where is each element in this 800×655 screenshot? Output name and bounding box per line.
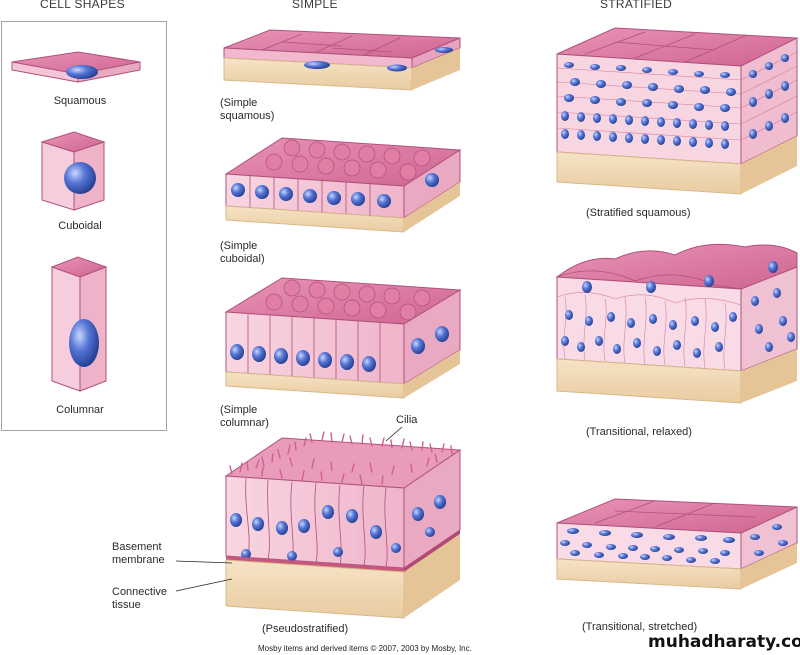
header-cell-shapes: CELL SHAPES: [40, 0, 125, 11]
transitional-stretched-diagram: [556, 498, 798, 590]
cilia-pointer: [385, 426, 403, 442]
simple-cuboidal-diagram: [224, 137, 462, 233]
watermark: muhadharaty.com: [648, 632, 800, 652]
squamous-label: Squamous: [53, 95, 107, 107]
squamous-cell: [11, 51, 141, 83]
transitional-relaxed-diagram: [555, 243, 798, 404]
transitional-relaxed-label: (Transitional, relaxed): [586, 426, 692, 438]
simple-squamous-diagram: [223, 29, 461, 91]
cilia-label: Cilia: [396, 414, 418, 426]
simple-columnar-line2: columnar): [220, 417, 269, 429]
columnar-cell: [50, 256, 108, 392]
header-stratified: STRATIFIED: [600, 0, 673, 11]
basement-line1: Basement: [112, 541, 162, 553]
copyright-footer: Mosby items and derived items © 2007, 20…: [258, 644, 472, 653]
pseudostratified-diagram: [224, 431, 462, 619]
basement-line2: membrane: [112, 554, 165, 566]
basement-membrane-label: Basement membrane: [112, 541, 165, 567]
simple-columnar-line1: (Simple: [220, 404, 258, 416]
stratified-squamous-diagram: [556, 27, 799, 195]
transitional-stretched-label: (Transitional, stretched): [582, 621, 698, 633]
simple-squamous-line1: (Simple: [220, 97, 258, 109]
simple-squamous-label: (Simple squamous): [220, 97, 274, 123]
connective-tissue-label: Connective tissue: [112, 586, 167, 612]
connective-pointer: [175, 578, 233, 592]
header-simple: SIMPLE: [292, 0, 338, 11]
cuboidal-label: Cuboidal: [58, 220, 102, 232]
connective-line2: tissue: [112, 599, 141, 611]
columnar-label: Columnar: [56, 404, 104, 416]
simple-squamous-line2: squamous): [220, 110, 275, 122]
simple-columnar-diagram: [224, 277, 462, 399]
simple-cuboidal-line1: (Simple: [220, 240, 258, 252]
basement-pointer: [175, 560, 233, 564]
stratified-squamous-label: (Stratified squamous): [586, 207, 691, 219]
simple-cuboidal-line2: cuboidal): [220, 253, 265, 265]
pseudostratified-label: (Pseudostratified): [262, 623, 349, 635]
simple-columnar-label: (Simple columnar): [220, 404, 269, 430]
connective-line1: Connective: [112, 586, 168, 598]
cuboidal-cell: [40, 131, 106, 211]
simple-cuboidal-label: (Simple cuboidal): [220, 240, 265, 266]
